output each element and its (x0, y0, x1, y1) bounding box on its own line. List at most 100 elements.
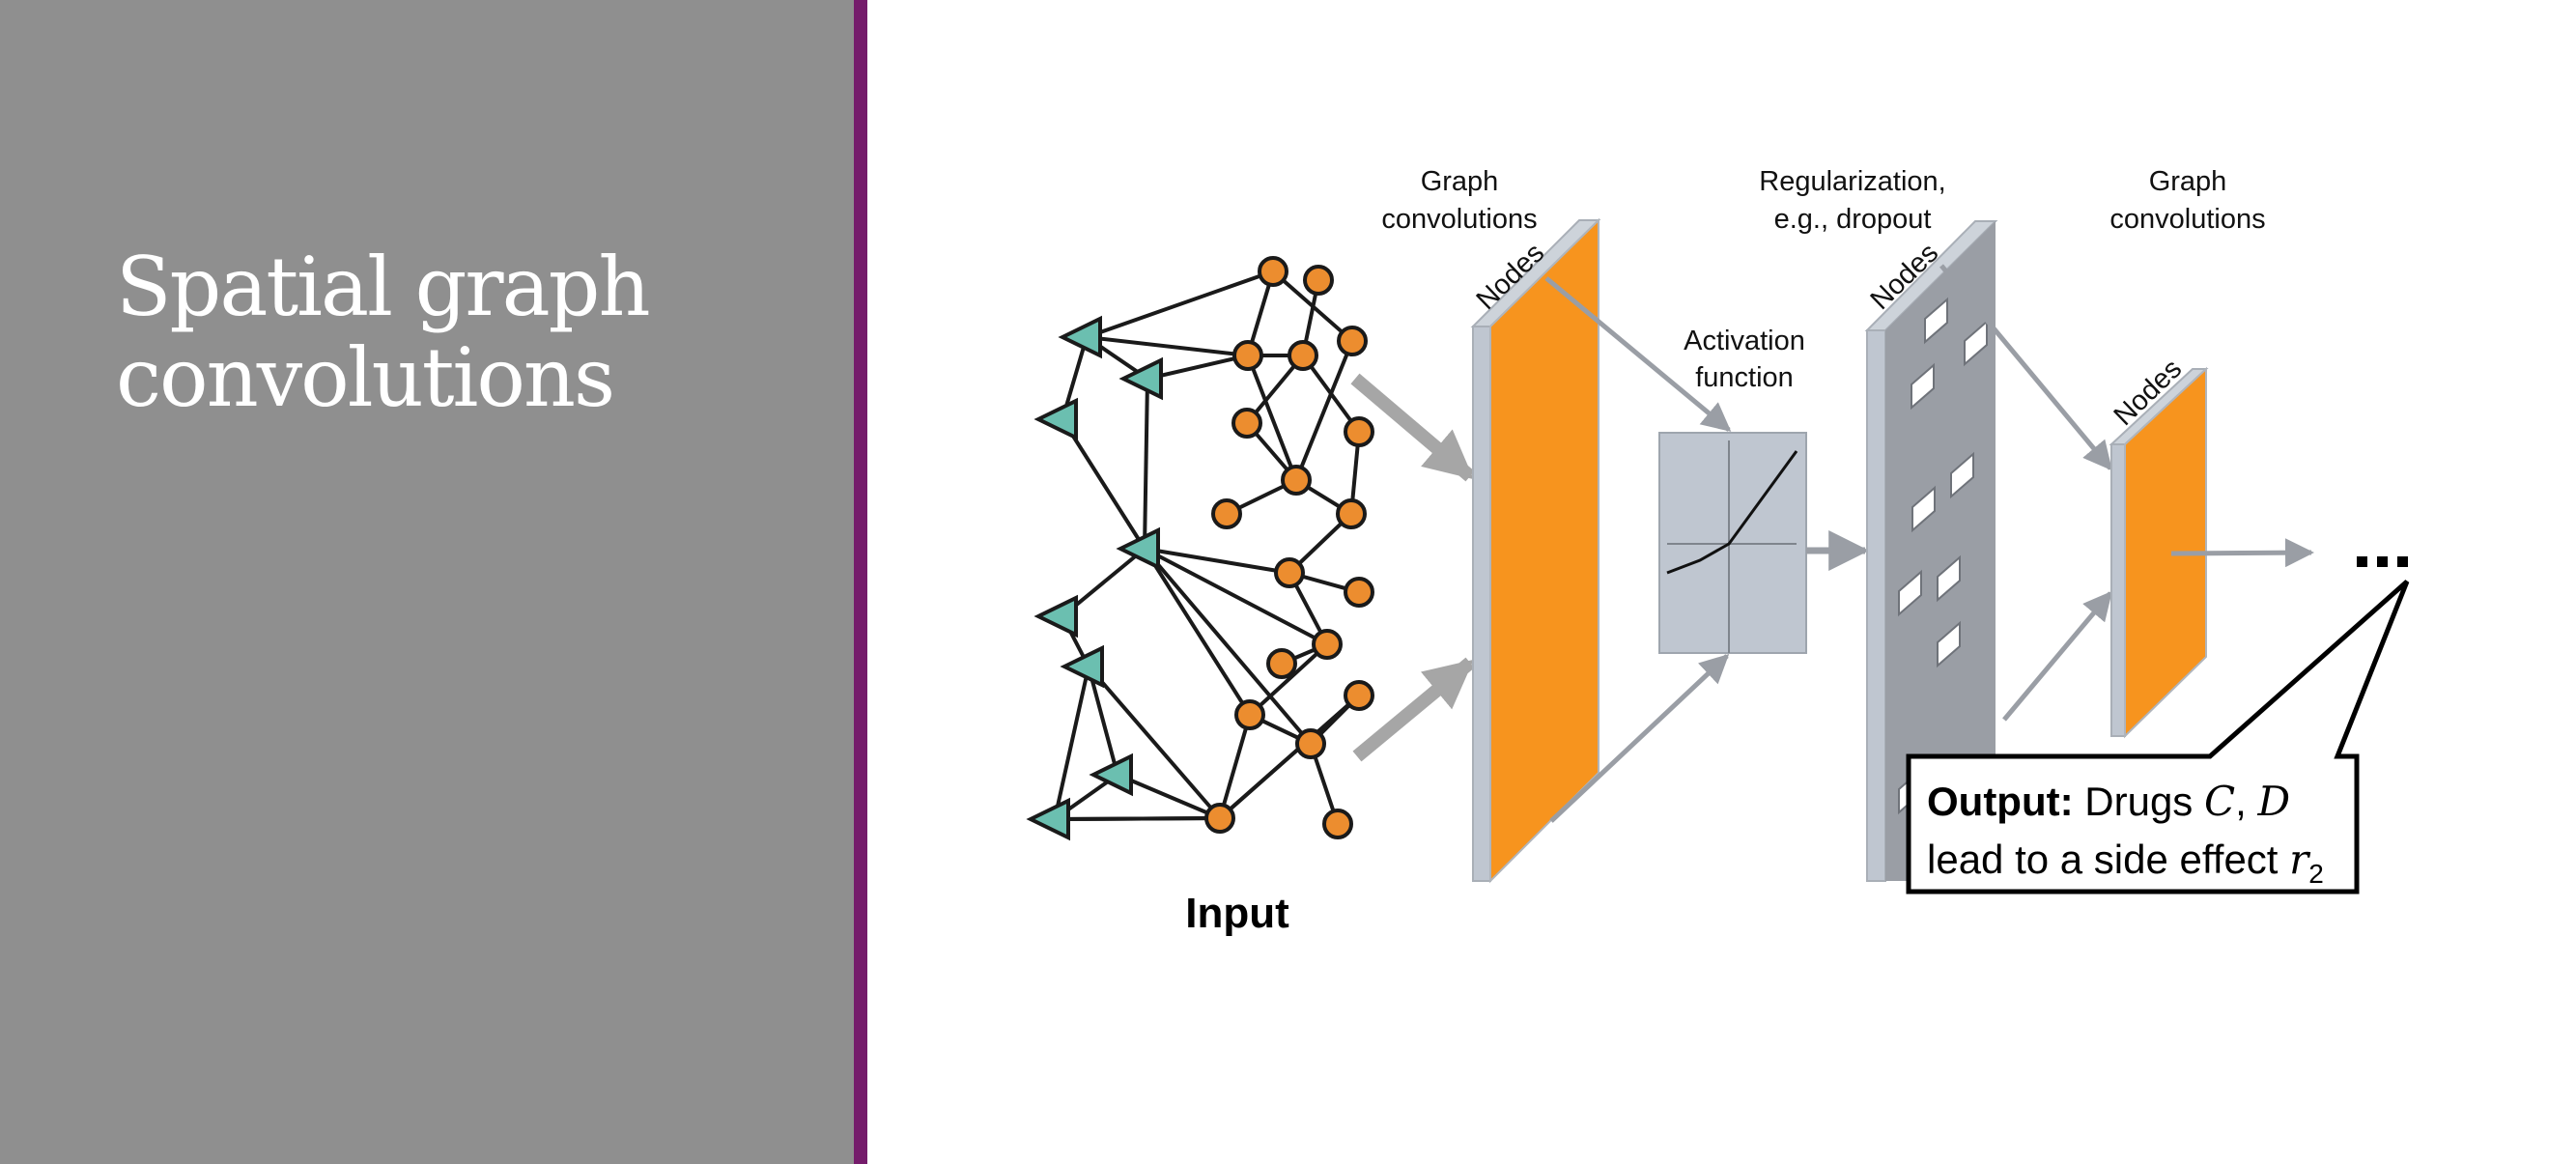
graph-edge (1143, 547, 1313, 746)
graph-edge (1087, 665, 1222, 820)
activation-heading-line-2: function (1695, 362, 1794, 393)
arrow-conv1-to-activation-top (1544, 276, 1732, 432)
activation-curve (1666, 450, 1798, 575)
arrow-dropout-to-conv2-top (1939, 264, 2112, 471)
graph-edge (1218, 694, 1361, 820)
output-line-2: lead to a side effect r2 (1927, 831, 2352, 903)
graph-edge (1086, 335, 1249, 357)
input-label: Input (1185, 890, 1289, 937)
output-callout-box (1906, 580, 2410, 894)
teal-triangle-node (1118, 356, 1163, 401)
teal-triangle-node (1033, 397, 1078, 441)
arrow-conv2-to-next (2170, 538, 2314, 568)
orange-circle-node (1288, 340, 1318, 371)
graph-edge (1218, 714, 1252, 819)
dropout-hole (1950, 451, 1974, 499)
layer-1-heading-line-1: Graph (1421, 166, 1499, 197)
orange-circle-node (1234, 699, 1265, 730)
layer-3-side (2110, 443, 2126, 737)
output-comma: , (2235, 779, 2258, 824)
orange-circle-node (1322, 809, 1353, 839)
accent-bar (854, 0, 867, 1164)
dropout-hole (1937, 554, 1961, 603)
graph-edge (1144, 547, 1328, 646)
slide-title-line-1: Spatial graph (116, 240, 651, 334)
graph-edge (1054, 816, 1221, 821)
slide-title: Spatial graph convolutions (116, 240, 651, 425)
dropout-hole (1911, 362, 1935, 411)
orange-circle-node (1295, 728, 1326, 759)
ellipsis-icon (2357, 556, 2408, 567)
layer-3-face (2124, 366, 2207, 739)
layer-1-face (1489, 217, 1599, 884)
teal-triangle-node (1060, 644, 1104, 689)
graph-edge (1117, 773, 1221, 820)
graph-edge (1143, 378, 1149, 550)
input-arrow-bottom (1352, 657, 1475, 762)
output-effect-text: lead to a side effect (1927, 837, 2290, 882)
input-arrow-top (1350, 373, 1475, 482)
graph-edge (1087, 666, 1119, 776)
orange-circle-node (1303, 265, 1334, 296)
graph-edge (1144, 547, 1290, 575)
dropout-side (1866, 329, 1886, 882)
layer-1-side (1472, 326, 1491, 882)
side-effect-subscript: 2 (2308, 859, 2324, 889)
dropout-layer: Regularization, e.g., dropout Nodes (1759, 166, 1998, 882)
orange-circle-node (1344, 680, 1374, 711)
graph-edge (1294, 340, 1354, 481)
graph-nodes (1026, 256, 1374, 841)
dropout-hole (1898, 569, 1922, 617)
layer-3-heading-line-2: convolutions (2109, 204, 2265, 235)
graph-edge (1053, 666, 1090, 820)
arrow-conv1-to-activation-bottom (1549, 653, 1730, 823)
graph-conv-layer-2: Graph convolutions Nodes (2109, 166, 2266, 739)
layer-3-heading-line-1: Graph (2149, 166, 2227, 197)
activation-heading-line-1: Activation (1684, 326, 1805, 356)
orange-circle-node (1258, 256, 1288, 287)
slide-title-line-2: convolutions (116, 330, 615, 425)
dropout-hole (1937, 620, 1961, 668)
dropout-heading-line-1: Regularization, (1759, 166, 1945, 197)
teal-triangle-node (1033, 594, 1078, 639)
orange-circle-node (1274, 557, 1305, 588)
orange-circle-node (1266, 648, 1297, 679)
drug-c: C (2203, 778, 2236, 825)
dropout-hole (1924, 297, 1948, 345)
graph-edge (1146, 354, 1249, 381)
graph-edge (1248, 642, 1329, 717)
teal-triangle-node (1026, 797, 1070, 841)
orange-circle-node (1281, 465, 1312, 496)
orange-circle-node (1336, 498, 1367, 529)
layer-1-heading-line-2: convolutions (1381, 204, 1537, 235)
orange-circle-node (1211, 498, 1242, 529)
graph-conv-layer-1: Graph convolutions Nodes (1381, 166, 1601, 884)
activation-function-block: Activation function (1658, 326, 1807, 654)
dropout-heading-line-2: e.g., dropout (1774, 204, 1932, 235)
output-drugs-text: Drugs (2073, 779, 2204, 824)
orange-circle-node (1312, 629, 1343, 660)
orange-circle-node (1231, 408, 1262, 439)
dropout-hole (1911, 485, 1936, 533)
teal-triangle-node (1089, 752, 1133, 797)
drug-d: D (2257, 778, 2291, 825)
output-callout-text: Output: Drugs C, D lead to a side effect… (1927, 773, 2352, 903)
dropout-holes (1898, 297, 1988, 815)
orange-circle-node (1232, 340, 1263, 371)
graph-edge (1061, 417, 1146, 551)
teal-triangle-node (1058, 315, 1102, 359)
graph-edge (1246, 355, 1298, 481)
side-effect-symbol: r (2289, 836, 2309, 883)
orange-circle-node (1344, 577, 1374, 608)
orange-circle-node (1344, 416, 1374, 447)
graph-edge (1086, 270, 1274, 339)
teal-triangle-node (1116, 526, 1160, 571)
orange-circle-node (1204, 803, 1235, 834)
dropout-hole (1964, 319, 1988, 367)
orange-circle-node (1337, 326, 1368, 356)
output-line-1: Output: Drugs C, D (1927, 773, 2352, 831)
arrow-dropout-to-conv2-bottom (2002, 590, 2112, 722)
title-panel (0, 0, 854, 1164)
output-label: Output: (1927, 779, 2074, 824)
